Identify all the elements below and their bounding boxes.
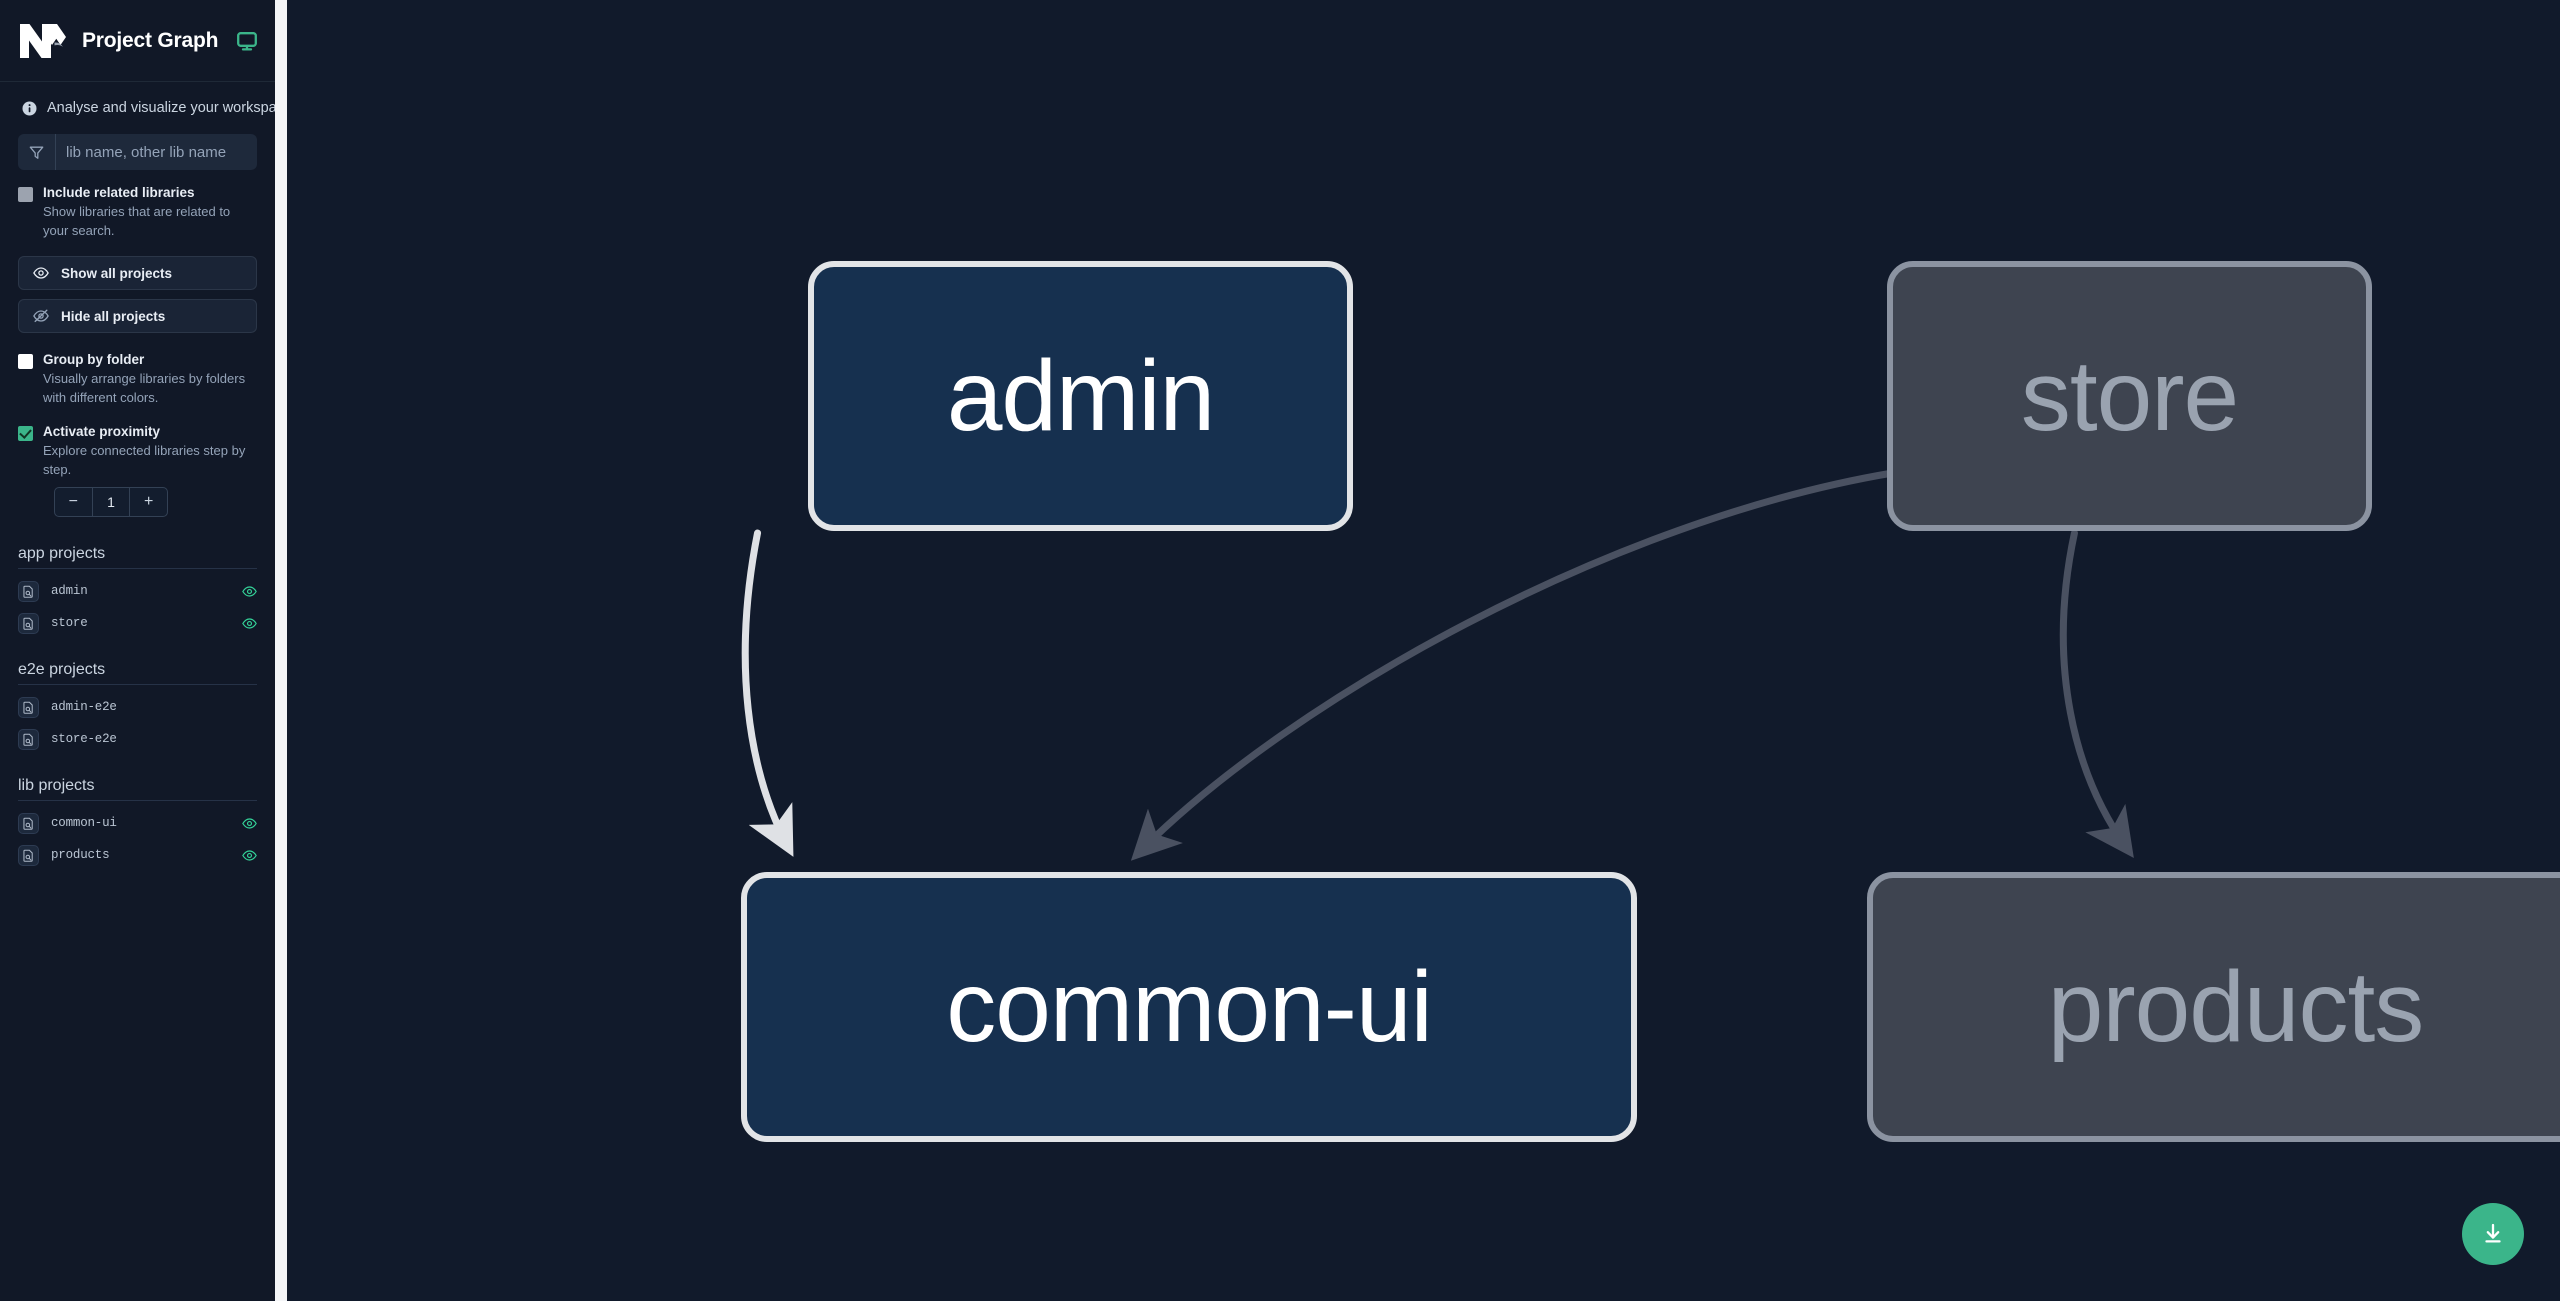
graph-node-common-ui[interactable]: common-ui bbox=[741, 872, 1637, 1142]
group-by-folder-description: Visually arrange libraries by folders wi… bbox=[43, 371, 246, 405]
search-field[interactable] bbox=[18, 134, 257, 170]
project-group: lib projects common-ui products bbox=[18, 777, 257, 871]
proximity-stepper[interactable]: − 1 + bbox=[54, 487, 168, 518]
project-visibility-eye-icon[interactable] bbox=[242, 848, 257, 863]
include-related-libraries-checkbox[interactable] bbox=[18, 187, 33, 202]
hide-all-projects-label: Hide all projects bbox=[61, 308, 166, 324]
project-list-item-admin-e2e[interactable]: admin-e2e bbox=[18, 691, 257, 723]
project-visibility-eye-icon bbox=[242, 732, 257, 747]
project-file-icon bbox=[18, 844, 39, 866]
activate-proximity-label: Activate proximity bbox=[43, 424, 161, 440]
project-file-icon bbox=[18, 812, 39, 834]
graph-node-label: store bbox=[2020, 340, 2239, 452]
project-name: store bbox=[51, 616, 88, 631]
show-all-projects-button[interactable]: Show all projects bbox=[18, 256, 257, 291]
option-activate-proximity[interactable]: Activate proximity Explore connected lib… bbox=[18, 423, 257, 479]
project-file-icon bbox=[18, 612, 39, 634]
show-all-projects-label: Show all projects bbox=[61, 265, 173, 281]
project-list-item-products[interactable]: products bbox=[18, 839, 257, 871]
project-file-icon bbox=[18, 580, 39, 602]
sidebar: Project Graph Analyse and visualize your… bbox=[0, 0, 275, 1301]
project-visibility-eye-icon[interactable] bbox=[242, 816, 257, 831]
proximity-increment-button[interactable]: + bbox=[130, 488, 167, 516]
project-name: common-ui bbox=[51, 816, 117, 831]
option-include-related-libraries[interactable]: Include related libraries Show libraries… bbox=[18, 184, 257, 240]
project-list-item-store[interactable]: store bbox=[18, 607, 257, 639]
graph-node-label: common-ui bbox=[946, 951, 1433, 1063]
subtitle-row: Analyse and visualize your workspace. bbox=[0, 82, 275, 130]
project-groups: app projects admin store e2e projects ad… bbox=[0, 545, 275, 893]
project-name: products bbox=[51, 848, 110, 863]
graph-edges bbox=[741, 469, 2134, 861]
include-related-libraries-description: Show libraries that are related to your … bbox=[43, 204, 231, 238]
project-visibility-eye-icon[interactable] bbox=[242, 616, 257, 631]
graph-node-label: admin bbox=[946, 340, 1215, 452]
project-group: e2e projects admin-e2e store-e2e bbox=[18, 661, 257, 755]
project-group-title: e2e projects bbox=[18, 661, 257, 686]
project-visibility-eye-icon bbox=[242, 700, 257, 715]
graph-node-label: products bbox=[2047, 951, 2425, 1063]
edge-store-to-common-ui bbox=[1130, 469, 1897, 861]
project-name: admin-e2e bbox=[51, 700, 117, 715]
project-name: admin bbox=[51, 584, 88, 599]
graph-node-products[interactable]: products bbox=[1867, 872, 2560, 1142]
project-list-item-store-e2e[interactable]: store-e2e bbox=[18, 723, 257, 755]
activate-proximity-checkbox[interactable] bbox=[18, 426, 33, 442]
graph-node-admin[interactable]: admin bbox=[808, 261, 1353, 531]
project-group-title: lib projects bbox=[18, 777, 257, 802]
search-input[interactable] bbox=[56, 134, 257, 170]
option-group-by-folder[interactable]: Group by folder Visually arrange librari… bbox=[18, 351, 257, 407]
edge-store-to-products bbox=[2059, 529, 2134, 858]
download-icon bbox=[2485, 1223, 2501, 1243]
eye-off-icon bbox=[33, 308, 49, 324]
hide-all-projects-button[interactable]: Hide all projects bbox=[18, 299, 257, 334]
sidebar-divider[interactable] bbox=[275, 0, 287, 1301]
sidebar-controls: Include related libraries Show libraries… bbox=[0, 130, 275, 518]
info-icon bbox=[22, 101, 37, 116]
include-related-libraries-label: Include related libraries bbox=[43, 185, 195, 200]
activate-proximity-description: Explore connected libraries step by step… bbox=[43, 443, 246, 477]
edge-admin-to-common-ui bbox=[741, 529, 794, 857]
proximity-value: 1 bbox=[91, 488, 131, 517]
eye-icon bbox=[33, 265, 49, 281]
page-title: Project Graph bbox=[82, 28, 219, 52]
graph-canvas[interactable]: admin store common-ui products bbox=[275, 0, 2560, 1301]
sidebar-header: Project Graph bbox=[0, 0, 275, 82]
project-file-icon bbox=[18, 728, 39, 750]
group-by-folder-checkbox[interactable] bbox=[18, 354, 33, 370]
graph-node-store[interactable]: store bbox=[1887, 261, 2372, 531]
project-group-title: app projects bbox=[18, 545, 257, 570]
project-list-item-admin[interactable]: admin bbox=[18, 575, 257, 607]
subtitle-text: Analyse and visualize your workspace. bbox=[47, 100, 275, 116]
group-by-folder-label: Group by folder bbox=[43, 352, 145, 368]
project-name: store-e2e bbox=[51, 732, 117, 747]
nx-logo-icon bbox=[18, 20, 68, 62]
project-group: app projects admin store bbox=[18, 545, 257, 639]
monitor-icon[interactable] bbox=[236, 30, 258, 52]
proximity-decrement-button[interactable]: − bbox=[55, 488, 92, 516]
project-list-item-common-ui[interactable]: common-ui bbox=[18, 807, 257, 839]
funnel-icon bbox=[18, 134, 56, 170]
project-visibility-eye-icon[interactable] bbox=[242, 584, 257, 599]
project-file-icon bbox=[18, 696, 39, 718]
download-button[interactable] bbox=[2462, 1203, 2524, 1265]
